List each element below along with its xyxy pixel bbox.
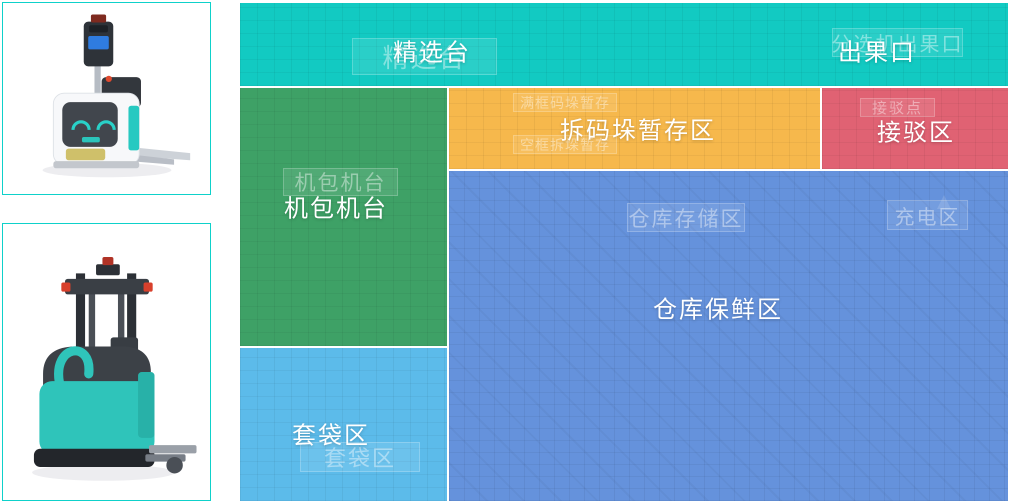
zone-label-selection-platform: 精选台	[393, 39, 471, 67]
zone-bagging-machine	[240, 88, 447, 346]
forklift-robot-image	[31, 256, 197, 481]
zone-selection-band	[240, 3, 1008, 86]
zone-docking	[822, 88, 1008, 169]
plan-label-bagging-zone: 套袋区	[300, 442, 420, 472]
zone-bagging	[240, 348, 447, 501]
plan-label-charging-zone: 充电区	[887, 195, 968, 230]
zone-label-bagging-zone: 套袋区	[292, 422, 370, 450]
zone-label-docking-zone: 接驳区	[877, 119, 955, 147]
zone-label-depalletize-buffer: 拆码垛暂存区	[560, 117, 716, 145]
plan-label-selection-platform: 精选台	[352, 38, 497, 75]
pallet-truck-robot-image	[42, 13, 190, 177]
product-card-forklift-agv[interactable]	[2, 223, 211, 501]
plan-label-warehouse-storage: 仓库存储区	[627, 203, 745, 232]
zone-label-fruit-outlet: 出果口	[838, 39, 916, 67]
plan-label-bagging-machine: 机包机台	[283, 168, 398, 196]
zone-warehouse-fresh	[449, 171, 1008, 501]
zone-label-bagging-machine: 机包机台	[284, 195, 388, 223]
zone-depalletize-buffer	[449, 88, 820, 169]
zone-label-warehouse-fresh: 仓库保鲜区	[653, 296, 783, 324]
plan-label-full-crate-stack-buffer: 满框码垛暂存	[513, 93, 617, 112]
product-card-pallet-agv[interactable]	[2, 2, 211, 195]
plan-label-sorter-fruit-outlet: 分选机出果口	[832, 28, 963, 57]
plan-label-docking-point: 接驳点	[860, 98, 935, 117]
warehouse-layout-map: 精选台 分选机出果口 满框码垛暂存 空框拆垛暂存 接驳点 机包机台 仓库存储区 …	[240, 3, 1008, 501]
plan-label-empty-crate-destack-buffer: 空框拆垛暂存	[513, 135, 617, 154]
